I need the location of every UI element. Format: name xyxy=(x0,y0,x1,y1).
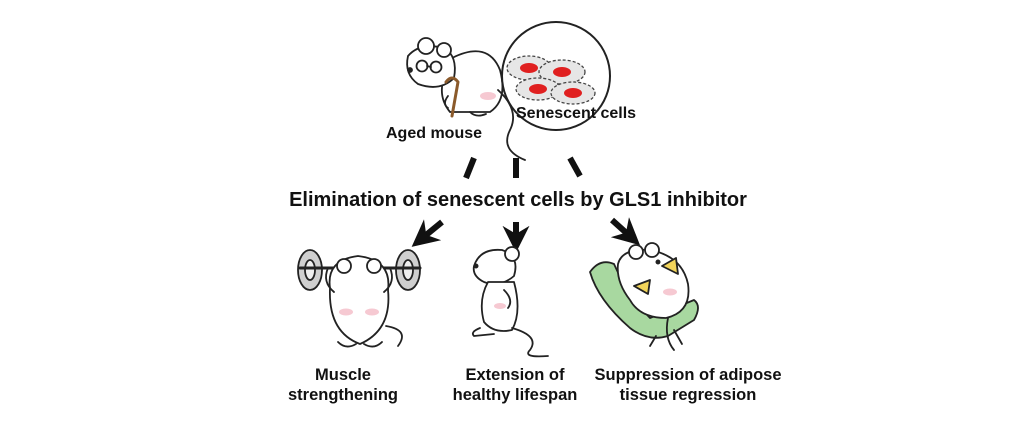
senescent-cells-label: Senescent cells xyxy=(516,105,637,122)
top-strokes xyxy=(463,156,583,180)
nucleus xyxy=(564,88,582,98)
weightlifting-mouse-illustration xyxy=(297,249,422,348)
outcome-line-2: healthy lifespan xyxy=(452,385,578,404)
relaxed-mouse-illustration xyxy=(589,242,699,351)
treatment-title: Elimination of senescent cells by GLS1 i… xyxy=(289,189,747,211)
senescent-cells-bubble xyxy=(501,21,611,131)
outcome-line-2: tissue regression xyxy=(619,385,757,404)
aged-mouse-label: Aged mouse xyxy=(386,125,483,142)
outcome-arrows xyxy=(411,217,641,253)
outcome-adipose: Suppression of adipose tissue regression xyxy=(570,366,806,406)
outcome-line-2: strengthening xyxy=(288,385,398,404)
outcome-line-1: Extension of xyxy=(465,366,565,384)
outcome-muscle: Muscle strengthening xyxy=(250,366,436,406)
nucleus xyxy=(553,67,571,77)
outcome-lifespan: Extension of healthy lifespan xyxy=(415,366,615,406)
outcome-line-1: Suppression of adipose xyxy=(594,366,782,384)
outcome-line-1: Muscle xyxy=(315,366,371,384)
nucleus xyxy=(520,63,538,73)
healthy-mouse-illustration xyxy=(471,246,549,358)
nucleus xyxy=(529,84,547,94)
